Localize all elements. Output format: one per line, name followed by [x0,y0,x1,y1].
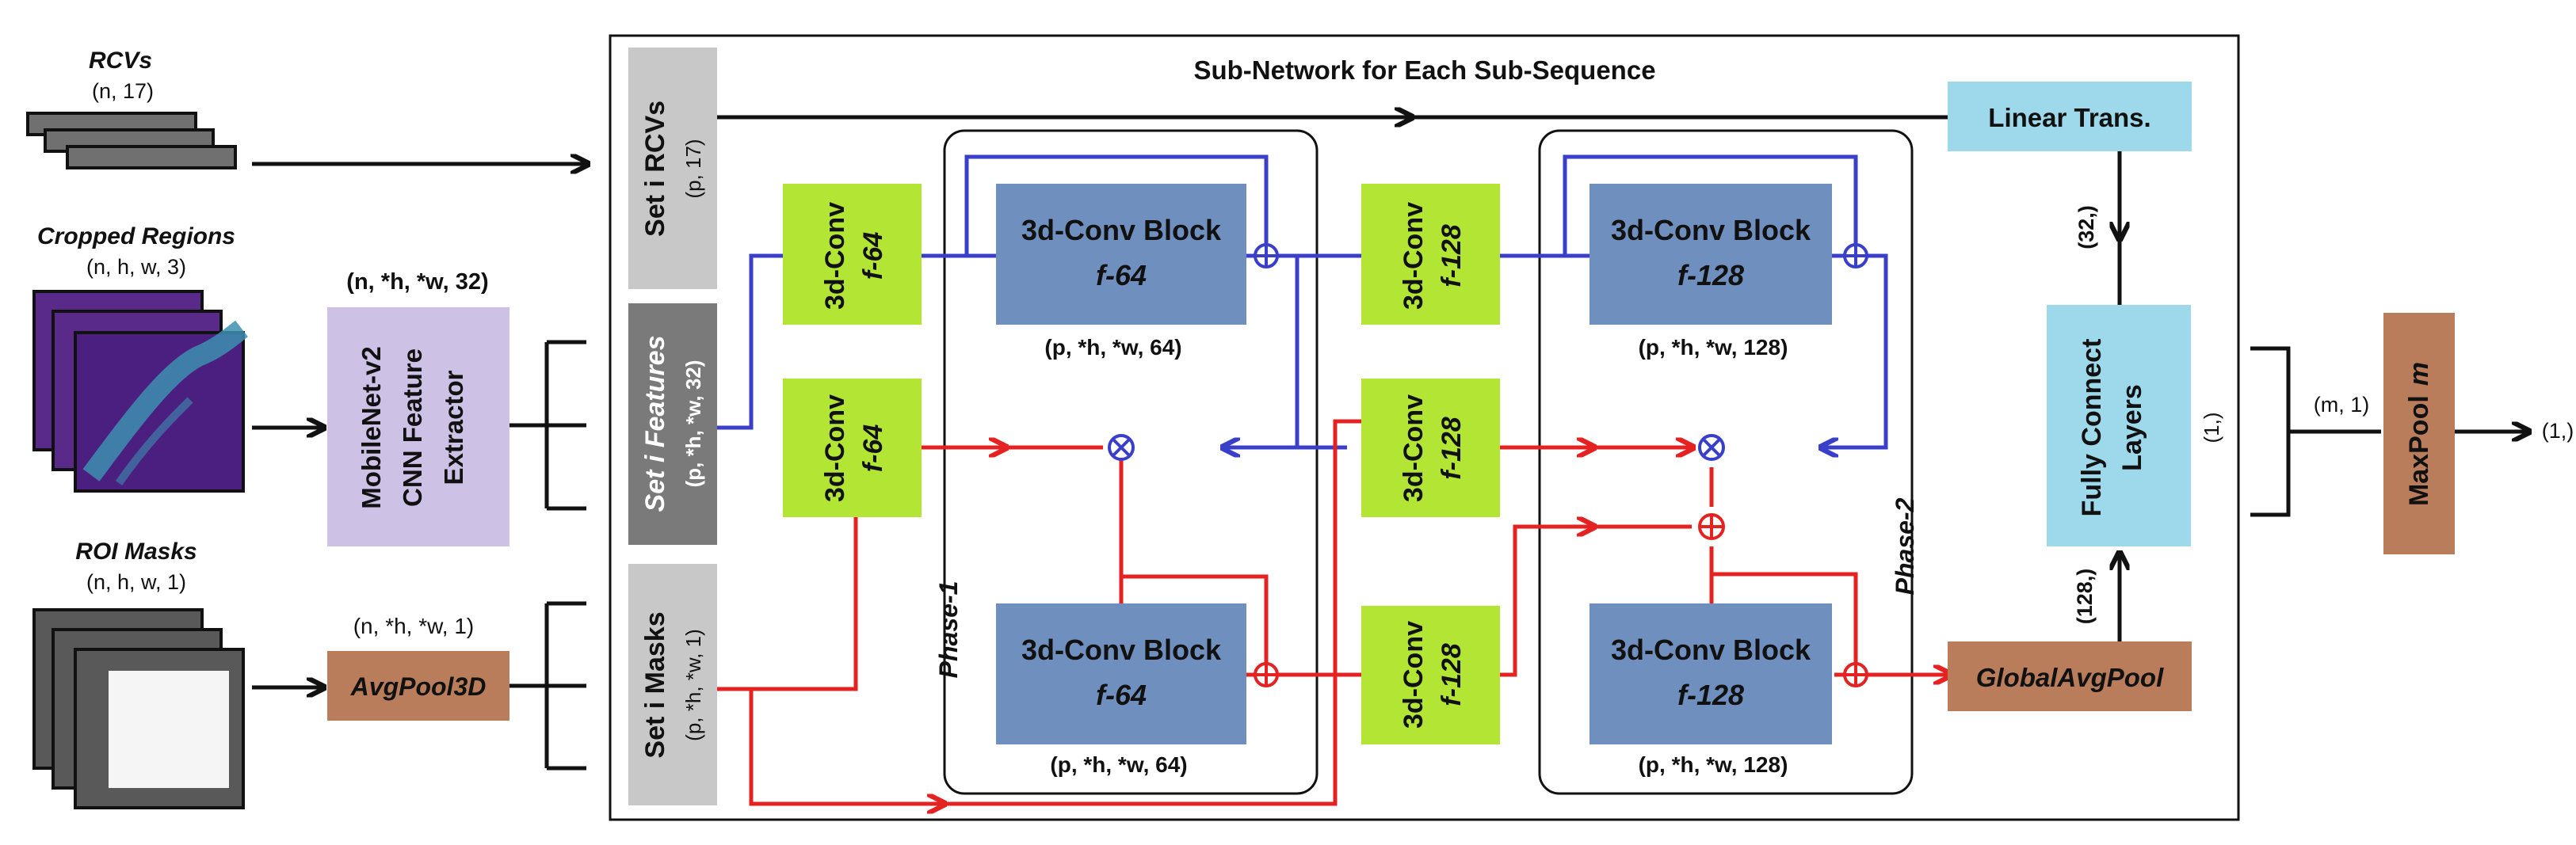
sub-network: Sub-Network for Each Sub-Sequence Set i … [609,34,2240,821]
subnet-frame [609,34,2240,821]
shape-32-label: (32,) [2074,205,2098,249]
cropped-title: Cropped Regions [37,223,235,249]
block-p1-top-label: 3d-Conv Block [1021,214,1222,246]
conv-mid-top-label: 3d-Conv [1399,202,1429,310]
block-p2-bottom-shape: (p, *h, *w, 128) [1639,752,1788,777]
phase2-container [1538,129,1914,795]
linear-trans-label: Linear Trans. [1988,103,2150,132]
set-masks-label: Set i Masks [640,611,670,758]
global-avgpool-label: GlobalAvgPool [1976,663,2164,692]
output-shape: (1,) [2542,419,2574,443]
phase1-container [943,129,1319,795]
extractor-line1: MobileNet-v2 [357,346,386,508]
blue-multiply-op-1 [1108,434,1135,461]
extractor-box [327,307,509,546]
conv-p1-bottom-box [783,379,922,517]
fc-line1: Fully Connect [2077,339,2107,517]
feature-extractor: (n, *h, *w, 32) MobileNet-v2 CNN Feature… [327,269,586,546]
cropped-vessel-highlight [82,320,248,481]
masks-shape: (n, h, w, 1) [86,570,186,594]
set-masks-box [628,564,717,805]
set-masks-shape: (p, *h, *w, 1) [681,629,705,741]
rcvs-shape: (n, 17) [92,79,154,103]
extractor-line3: Extractor [439,370,468,485]
red-add-op-3 [1843,662,1868,687]
conv-p1-top-label: 3d-Conv [820,202,850,310]
conv-mid-middle-box [1361,379,1500,517]
avgpool3d: (n, *h, *w, 1) AvgPool3D [327,601,586,771]
fc-line2: Layers [2117,384,2147,471]
fc-layers-box [2047,305,2191,546]
avgpool-label: AvgPool3D [350,672,487,701]
block-p2-top-filters: f-128 [1677,259,1744,291]
blue-multiply-op-2 [1698,434,1725,461]
block-p1-bottom-shape: (p, *h, *w, 64) [1050,752,1187,777]
set-rcvs-label: Set i RCVs [640,101,670,237]
conv-p1-top-filters: f-64 [858,232,888,280]
conv-p1-top-box [783,184,922,325]
avgpool-split-bracket [509,601,586,771]
cropped-shape: (n, h, w, 3) [86,255,186,279]
global-avgpool-box [1948,641,2192,711]
block-p1-bottom-filters: f-64 [1096,679,1147,711]
block-p2-top-shape: (p, *h, *w, 128) [1639,335,1788,360]
cropped-input: Cropped Regions (n, h, w, 3) [32,223,322,493]
block-p2-bottom-label: 3d-Conv Block [1611,634,1811,666]
masks-input: ROI Masks (n, h, w, 1) [32,539,322,809]
linear-trans-box [1948,82,2192,151]
set-rcvs-shape: (p, 17) [681,139,705,198]
set-rcvs-box [628,48,717,289]
blue-add-op-1 [1254,243,1279,268]
rcvs-title: RCVs [89,48,152,74]
block-p1-top-box [996,184,1246,325]
conv-p1-bottom-label: 3d-Conv [820,394,850,502]
shape-128-label: (128,) [2073,569,2097,625]
rcvs-input: RCVs (n, 17) [26,48,586,169]
block-p1-bottom-label: 3d-Conv Block [1021,634,1222,666]
red-add-op-1 [1254,662,1279,687]
conv-mid-middle-filters: f-128 [1437,417,1467,479]
set-features-box [628,303,717,545]
conv-mid-middle-label: 3d-Conv [1399,394,1429,502]
block-p2-top-box [1589,184,1832,325]
fc-output-shape: (1,) [2200,413,2223,443]
phase2-label: Phase-2 [1891,497,1919,595]
subnet-merge-bracket [2250,346,2381,517]
conv-mid-top-box [1361,184,1500,325]
block-p2-bottom-filters: f-128 [1677,679,1744,711]
red-add-op-2 [1698,513,1725,540]
avgpool-box [327,651,509,721]
rcvs-sheet-3 [66,145,237,169]
conv-mid-bottom-label: 3d-Conv [1399,621,1429,729]
block-p1-top-shape: (p, *h, *w, 64) [1044,335,1181,360]
set-features-shape: (p, *h, *w, 32) [681,360,705,488]
mask-roi [109,671,229,788]
extractor-split-bracket [509,340,586,511]
extractor-shape: (n, *h, *w, 32) [346,269,488,295]
phase1-label: Phase-1 [934,581,963,679]
extractor-line2: CNN Feature [398,348,427,507]
block-p2-top-label: 3d-Conv Block [1611,214,1811,246]
conv-mid-bottom-filters: f-128 [1437,643,1467,706]
maxpool-label: MaxPoolm [2404,362,2434,506]
block-p2-bottom-box [1589,603,1832,744]
avgpool-shape: (n, *h, *w, 1) [353,614,475,638]
maxpool-box [2383,313,2455,554]
block-p1-top-filters: f-64 [1096,259,1147,291]
blue-add-op-2 [1843,243,1868,268]
maxpool-section: (m, 1) MaxPoolm (1,) [2250,313,2574,554]
block-p1-bottom-box [996,603,1246,744]
conv-p1-bottom-filters: f-64 [858,424,888,473]
conv-mid-top-filters: f-128 [1437,224,1467,287]
masks-title: ROI Masks [75,539,197,565]
conv-mid-bottom-box [1361,606,1500,744]
set-features-label: Set i Features [640,336,670,512]
subnet-title: Sub-Network for Each Sub-Sequence [1193,55,1655,85]
maxpool-input-shape: (m, 1) [2314,393,2370,417]
